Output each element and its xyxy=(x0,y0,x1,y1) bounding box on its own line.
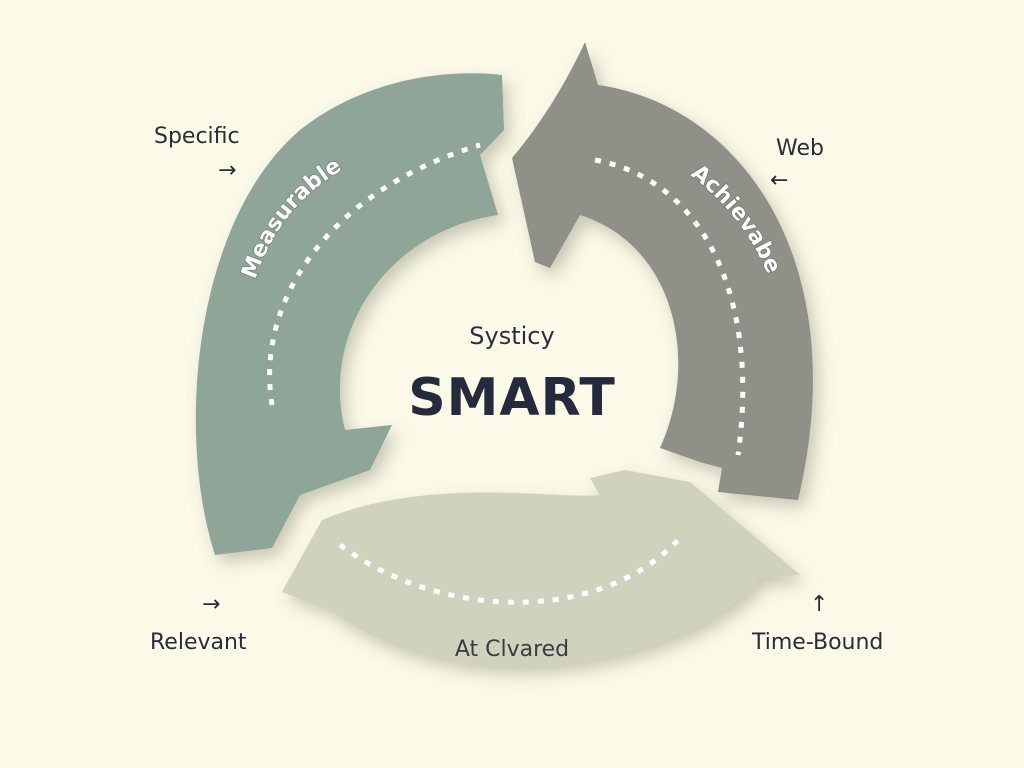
dash-arc-at-clvared xyxy=(338,536,682,605)
dash-arc-measurable xyxy=(267,142,481,406)
segment-measurable xyxy=(195,73,504,555)
label-time-bound: Time-Bound xyxy=(752,630,884,655)
arrow-up-icon: ↑ xyxy=(810,592,829,617)
center-title: SMART xyxy=(408,368,616,428)
segment-at-clvared xyxy=(282,470,800,667)
segment-achievable xyxy=(512,42,813,500)
label-web: Web xyxy=(776,136,824,161)
center-subtitle: Systicy xyxy=(469,322,555,350)
arrow-right-icon: → xyxy=(218,158,237,183)
arrow-left-icon: ← xyxy=(770,168,789,193)
label-specific: Specific xyxy=(154,124,240,149)
dash-arc-achievable xyxy=(594,157,746,456)
label-relevant: Relevant xyxy=(150,630,247,655)
segment-label-at-clvared: At Clvared xyxy=(455,637,569,662)
arrow-right-icon: → xyxy=(202,592,221,617)
